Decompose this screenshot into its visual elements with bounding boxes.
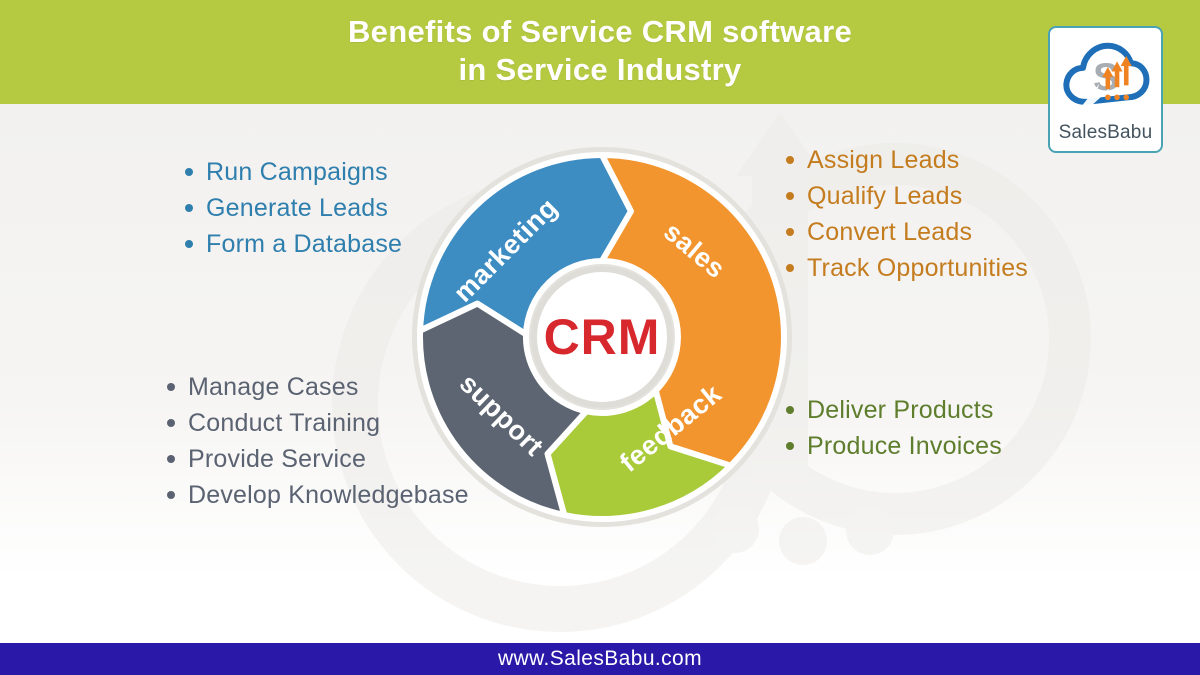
list-item: Develop Knowledgebase [167, 477, 469, 513]
list-item: Provide Service [167, 441, 469, 477]
center-circle [537, 272, 667, 402]
crm-center-label: CRM [544, 309, 661, 365]
list-item: Form a Database [185, 226, 402, 262]
list-item: Conduct Training [167, 405, 469, 441]
logo-wordmark: SalesBabu [1058, 122, 1153, 143]
footer-band: www.SalesBabu.com [0, 643, 1200, 675]
list-item: Track Opportunities [786, 250, 1028, 286]
list-item: Produce Invoices [786, 428, 1002, 464]
list-item: Qualify Leads [786, 178, 1028, 214]
wheel-segment-marketing [417, 152, 634, 338]
list-item: Assign Leads [786, 142, 1028, 178]
footer-url-link[interactable]: www.SalesBabu.com [497, 647, 703, 670]
logo-growth-arrows-icon [1101, 55, 1132, 101]
logo-swoosh-icon [1081, 83, 1112, 110]
list-item: Convert Leads [786, 214, 1028, 250]
page-title-line2: in Service Industry [458, 52, 742, 87]
salesbabu-logo: S SalesBabu [1048, 26, 1163, 153]
list-item: Generate Leads [185, 190, 402, 226]
wheel-segment-sales [599, 152, 788, 469]
list-item: Deliver Products [786, 392, 1002, 428]
wheel-segment-support [417, 300, 590, 518]
salesbabu-cloud-icon: S [1062, 42, 1149, 110]
list-item: Run Campaigns [185, 154, 402, 190]
header-band: Benefits of Service CRM software in Serv… [0, 0, 1200, 104]
list-item: Manage Cases [167, 369, 469, 405]
page-title-line1: Benefits of Service CRM software [347, 14, 852, 49]
